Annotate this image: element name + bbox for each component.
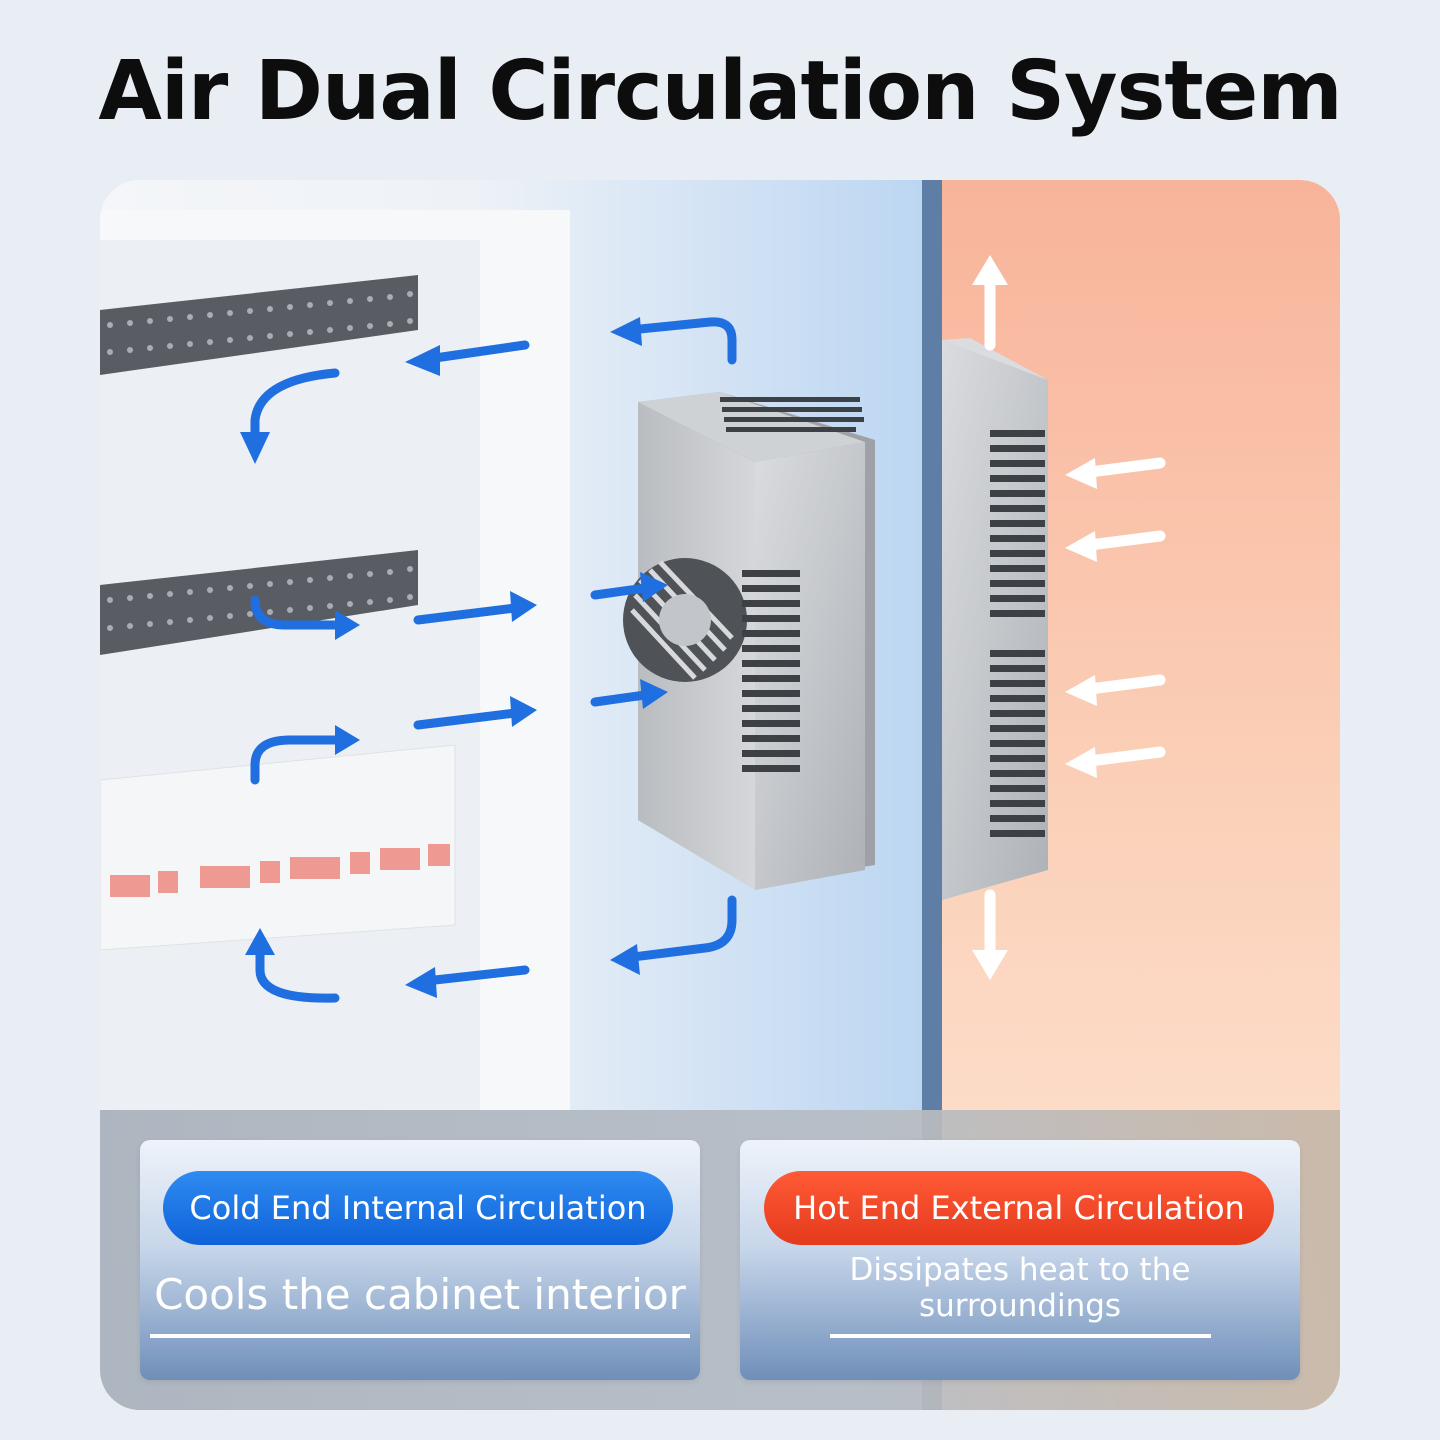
hot-end-label: Hot End External Circulation — [764, 1171, 1274, 1245]
circuit-breaker-row — [100, 744, 456, 951]
cabinet-cooler-diagram — [100, 180, 1340, 1410]
hot-end-underline — [830, 1334, 1211, 1338]
cold-end-underline — [150, 1334, 690, 1338]
white-arrowheads — [972, 255, 1097, 980]
hot-end-card: Hot End External Circulation Dissipates … — [740, 1140, 1300, 1380]
hot-side-unit — [942, 338, 1048, 900]
product-illustration: Cold End Internal Circulation Cools the … — [100, 180, 1340, 1410]
cold-end-card: Cold End Internal Circulation Cools the … — [140, 1140, 700, 1380]
cold-end-label: Cold End Internal Circulation — [163, 1171, 673, 1245]
cold-end-description: Cools the cabinet interior — [154, 1270, 686, 1319]
cold-side-unit — [623, 392, 875, 890]
blue-arrowheads — [240, 317, 668, 998]
blue-airflow-arrow-icon — [250, 317, 737, 1003]
hot-end-description: Dissipates heat to the surroundings — [849, 1252, 1191, 1324]
page-title: Air Dual Circulation System — [98, 44, 1342, 139]
white-airflow-arrow-icon — [984, 274, 1166, 961]
terminal-strip-top — [100, 275, 418, 375]
